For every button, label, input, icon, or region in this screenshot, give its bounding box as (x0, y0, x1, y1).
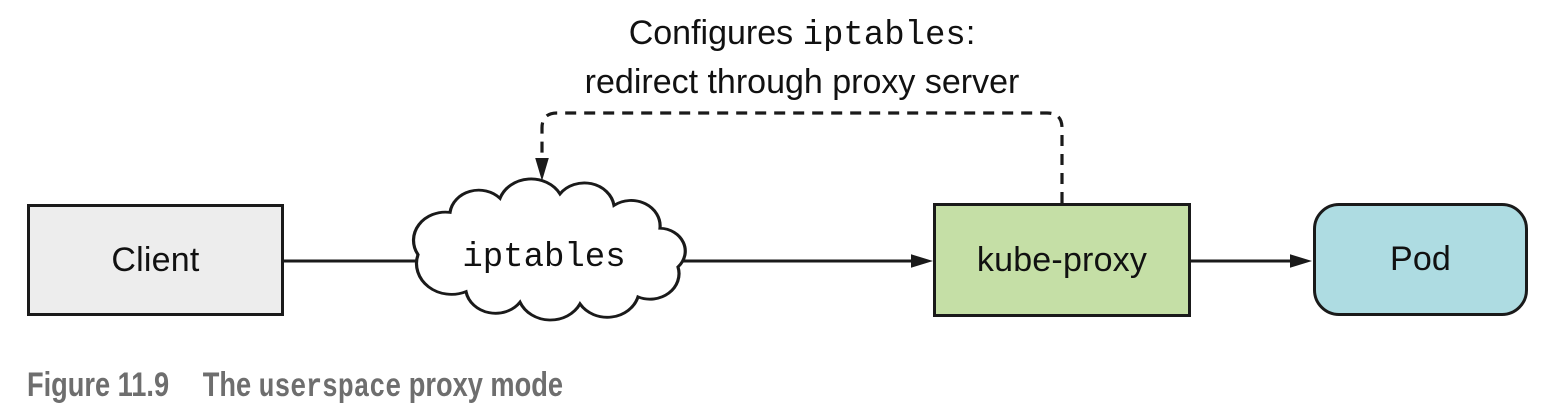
annotation-line1-code: iptables (802, 17, 966, 55)
kube-proxy-node-label: kube-proxy (976, 240, 1148, 279)
annotation-line1-suffix: : (965, 14, 976, 52)
annotation-line-1: Configures iptables: (492, 10, 1112, 59)
figure-caption: Figure 11.9 The userspace proxy mode (27, 366, 697, 406)
iptables-cloud-label: iptables (462, 238, 626, 277)
configures-annotation: Configures iptables: redirect through pr… (492, 10, 1112, 105)
cloud-outline (411, 177, 687, 322)
client-node: Client (27, 204, 284, 316)
pod-node-label: Pod (1389, 240, 1452, 278)
annotation-line1-prefix: Configures (628, 14, 803, 52)
annotation-line-2: redirect through proxy server (584, 63, 1020, 101)
kube-proxy-node: kube-proxy (933, 203, 1191, 317)
figure-caption-code: userspace (258, 369, 402, 406)
arrowhead-into-pod (1290, 254, 1312, 268)
iptables-cloud (411, 177, 687, 322)
figure-caption-inner: Figure 11.9 The userspace proxy mode (27, 366, 563, 406)
arrowhead-into-kubeproxy (911, 254, 933, 268)
figure-caption-number: Figure 11.9 (27, 366, 170, 404)
iptables-cloud-label-wrap: iptables (408, 190, 680, 325)
pod-node: Pod (1313, 203, 1528, 316)
client-node-label: Client (111, 240, 200, 279)
dashed-arrowhead-into-cloud (535, 158, 549, 181)
figure-caption-suffix: proxy mode (401, 366, 563, 404)
configures-dashed-path (540, 111, 1064, 203)
figure-caption-prefix: The (202, 366, 259, 404)
